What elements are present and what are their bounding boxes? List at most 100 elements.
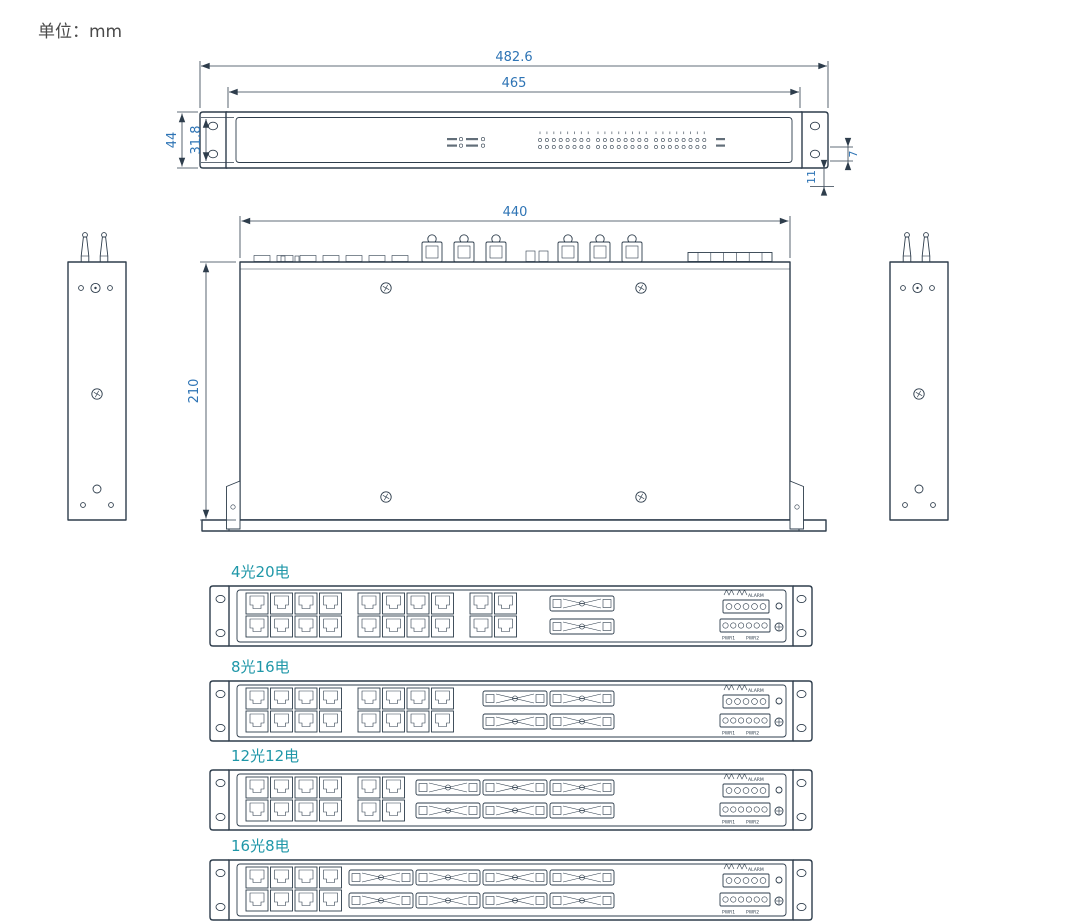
port-number-tick <box>587 131 589 135</box>
mounting-ear <box>209 680 229 742</box>
rj45-port <box>294 866 318 889</box>
port-led <box>579 138 584 142</box>
ear-hole <box>215 628 226 638</box>
pwr2-label: PWR2 <box>746 731 759 737</box>
port-number-tick <box>625 131 627 135</box>
port-led <box>702 145 707 149</box>
vent-hole <box>900 285 906 291</box>
port-led <box>667 145 672 149</box>
rj45-port <box>319 776 342 799</box>
dim-ear-depth: 11 <box>805 170 818 184</box>
vent-hole <box>78 285 84 291</box>
port-led <box>644 138 649 142</box>
port-top-edge <box>368 255 386 262</box>
port-top-edge <box>253 255 271 262</box>
rj45-port <box>431 710 454 733</box>
relay-contact-icon <box>723 863 748 870</box>
rj45-port <box>319 866 342 889</box>
dim-face-height: 31.8 <box>189 126 204 155</box>
ear-hole <box>796 902 807 912</box>
rj45-port <box>294 776 318 799</box>
pwr1-label: PWR1 <box>722 910 735 916</box>
port-led <box>558 145 563 149</box>
rj45-port <box>245 687 269 710</box>
mounting-ear <box>209 585 229 647</box>
dim-panel-width: 465 <box>502 76 527 91</box>
port-number-tick <box>638 131 640 135</box>
port-led <box>702 138 707 142</box>
port-led <box>565 138 570 142</box>
port-led <box>586 145 591 149</box>
rj45-port <box>431 687 454 710</box>
port-led <box>596 145 600 149</box>
power-connector <box>80 232 90 263</box>
vent-hole <box>902 502 908 508</box>
rj45-port <box>270 889 293 912</box>
ear-hole <box>796 594 807 604</box>
unit-note: 单位：mm <box>38 22 122 42</box>
led-label-mark <box>447 144 457 147</box>
port-number-tick <box>553 131 555 135</box>
port-led <box>654 145 658 149</box>
fiber-port <box>348 892 414 909</box>
port-number-tick <box>655 131 657 135</box>
label-mark <box>716 144 725 147</box>
port-number-tick <box>618 131 620 135</box>
mounting-ear <box>793 769 813 831</box>
fiber-port <box>482 779 548 796</box>
ear-hole <box>796 723 807 733</box>
rj45-port <box>357 615 381 638</box>
dim-body-depth: 210 <box>187 379 202 404</box>
rj45-port <box>319 592 342 615</box>
port-number-tick <box>690 131 691 135</box>
alarm-label: ALARM <box>748 867 764 873</box>
port-led <box>695 138 700 142</box>
fiber-port <box>348 869 414 886</box>
rj45-port <box>270 592 293 615</box>
dim-ear-offset: 7 <box>847 151 860 158</box>
pwr1-label: PWR1 <box>722 636 735 642</box>
port-led <box>681 145 686 149</box>
port-led <box>565 145 570 149</box>
ear-hole <box>215 812 226 822</box>
rj45-port <box>270 776 293 799</box>
ground-symbol <box>774 806 784 816</box>
fiber-port <box>549 713 615 730</box>
port-led <box>630 145 635 149</box>
small-connector <box>525 250 536 262</box>
rj45-port <box>431 615 454 638</box>
fiber-port <box>549 690 615 707</box>
port-number-tick <box>683 131 685 135</box>
power-terminal-block <box>719 802 771 817</box>
mounting-ear <box>793 859 813 921</box>
port-led <box>637 138 642 142</box>
rj45-port <box>294 710 318 733</box>
variant-label-1: 4光20电 <box>231 563 290 581</box>
mounting-ear <box>793 585 813 647</box>
led-dot <box>458 137 463 142</box>
variant-labels: 4光20电 8光16电 12光12电 16光8电 <box>231 563 299 855</box>
port-led <box>579 145 584 149</box>
port-led <box>674 138 679 142</box>
fiber-port <box>482 869 548 886</box>
rj45-port <box>357 687 381 710</box>
ear-hole <box>796 628 807 638</box>
port-number-tick <box>662 131 664 135</box>
ear-hole <box>215 902 226 912</box>
rj45-port <box>245 776 269 799</box>
rj45-port <box>494 592 517 615</box>
rj45-port <box>469 615 493 638</box>
port-number-tick <box>604 131 606 135</box>
vent-hole <box>80 502 86 508</box>
rj45-port <box>319 889 342 912</box>
port-led <box>538 145 542 149</box>
vent-hole <box>930 502 936 508</box>
rj45-port <box>319 615 342 638</box>
variant-label-3: 12光12电 <box>231 747 299 765</box>
port-led <box>616 145 621 149</box>
port-top-edge <box>345 255 363 262</box>
port-number-tick <box>539 131 541 135</box>
port-led <box>558 138 563 142</box>
